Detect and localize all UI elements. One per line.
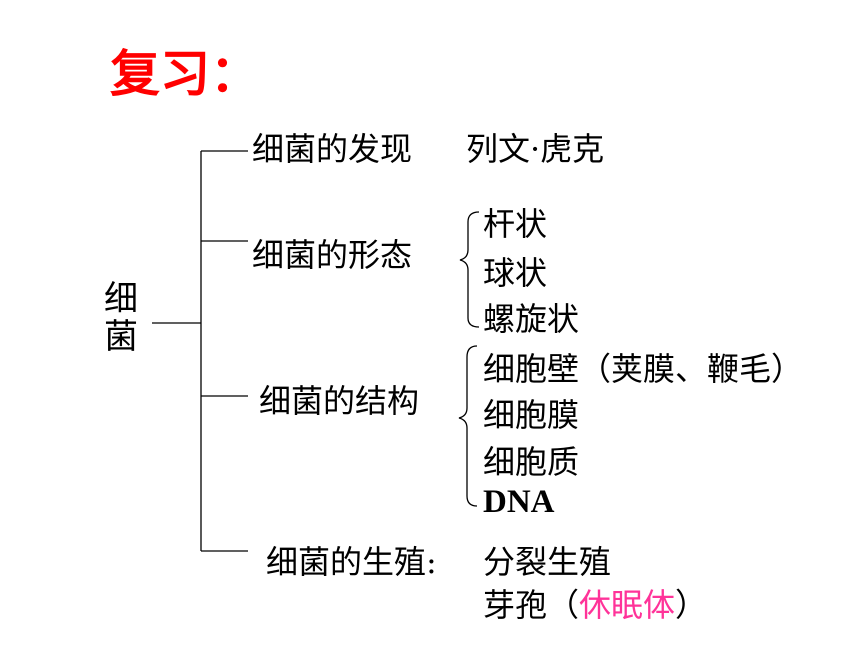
page-title: 复习： bbox=[110, 44, 260, 103]
branch-structure-label: 细菌的结构 bbox=[259, 382, 420, 420]
root-char-1: 细 bbox=[104, 279, 138, 319]
dormant-body-highlight: 休眠体 bbox=[579, 586, 676, 624]
shape-item: 杆状 bbox=[483, 205, 548, 243]
structure-item-dna: DNA bbox=[483, 484, 555, 520]
shape-brace bbox=[459, 211, 480, 328]
branch-discovery-label: 细菌的发现 bbox=[252, 130, 413, 168]
reproduction-item: 分裂生殖 bbox=[483, 543, 612, 581]
spore-closing-paren: ） bbox=[675, 586, 708, 624]
reproduction-item-spore: 芽孢（休眠体） bbox=[483, 580, 707, 626]
shape-item: 螺旋状 bbox=[483, 300, 580, 338]
root-node: 细 菌 bbox=[104, 280, 138, 356]
root-char-2: 菌 bbox=[104, 317, 138, 357]
branch-discovery-detail: 列文·虎克 bbox=[466, 130, 605, 168]
structure-item: 细胞壁（荚膜、鞭毛） bbox=[483, 350, 804, 388]
shape-item: 球状 bbox=[483, 254, 548, 292]
structure-item: 细胞质 bbox=[483, 443, 580, 481]
spore-text: 芽孢（ bbox=[483, 586, 580, 624]
structure-brace bbox=[458, 345, 478, 507]
branch-shape-label: 细菌的形态 bbox=[252, 236, 413, 274]
branch-reproduction-label: 细菌的生殖: bbox=[266, 543, 437, 581]
structure-item: 细胞膜 bbox=[483, 396, 580, 434]
